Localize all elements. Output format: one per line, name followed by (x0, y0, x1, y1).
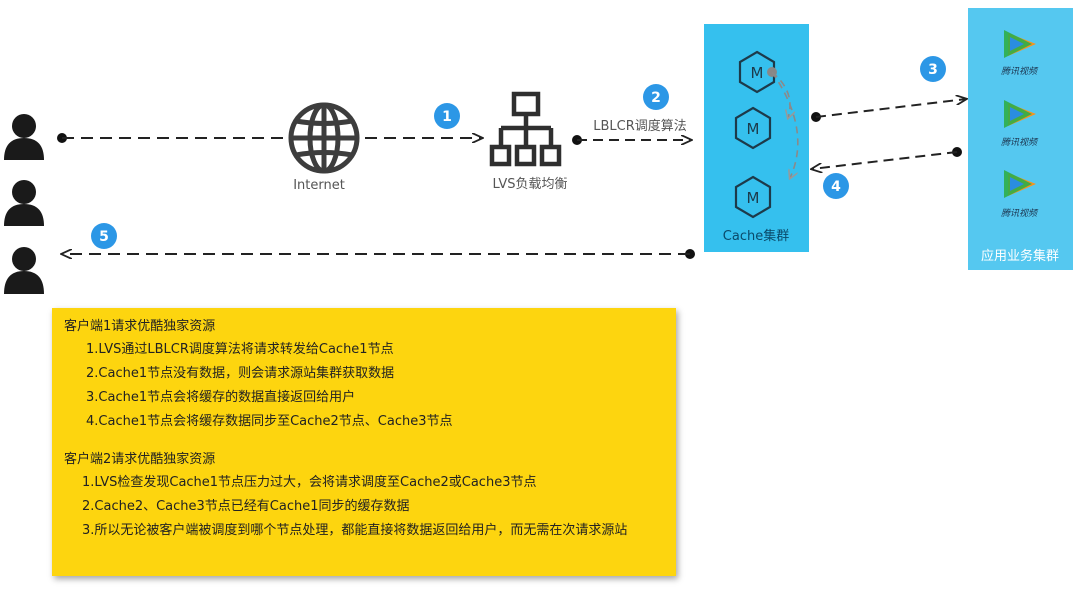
origin-response-arrow (812, 147, 962, 169)
client2-step: 1.LVS检查发现Cache1节点压力过大，会将请求调度至Cache2或Cach… (82, 475, 537, 490)
svg-text:1: 1 (442, 109, 452, 125)
notes-panel: 客户端1请求优酷独家资源 1.LVS通过LBLCR调度算法将请求转发给Cache… (52, 308, 676, 576)
svg-text:2: 2 (651, 90, 661, 106)
dispatch-arrow (572, 135, 691, 145)
tencent-video-icon: 腾讯视频 (1001, 30, 1039, 77)
step-badge-3: 3 (920, 56, 946, 82)
cache-cluster-panel (704, 24, 809, 252)
memcache-icon: M (734, 106, 772, 150)
cache-node-letter: M (747, 189, 760, 207)
cache-sync-arrows (767, 67, 799, 178)
app-cluster-panel (968, 8, 1073, 270)
lblcr-label: LBLCR调度算法 (593, 118, 687, 134)
step-badge-1: 1 (434, 103, 460, 129)
user-icon (4, 247, 44, 294)
cache-node-letter: M (751, 64, 764, 82)
user-icon (4, 180, 44, 226)
tencent-video-label: 腾讯视频 (1001, 137, 1039, 148)
client2-step: 3.所以无论被客户端被调度到哪个节点处理，都能直接将数据返回给用户，而无需在次请… (82, 523, 628, 538)
client1-step: 3.Cache1节点会将缓存的数据直接返回给用户 (86, 390, 356, 405)
app-cluster-label: 应用业务集群 (981, 248, 1059, 264)
cache-node-letter: M (747, 120, 760, 138)
client2-title: 客户端2请求优酷独家资源 (64, 452, 216, 467)
tencent-video-icon: 腾讯视频 (1001, 100, 1039, 148)
client1-title: 客户端1请求优酷独家资源 (64, 319, 216, 334)
internet-label: Internet (293, 178, 345, 193)
tencent-video-label: 腾讯视频 (1001, 208, 1039, 219)
memcache-icon: M (734, 175, 772, 219)
response-arrow (62, 249, 695, 259)
tencent-video-label: 腾讯视频 (1001, 66, 1039, 77)
request-arrow (57, 133, 482, 143)
client1-step: 1.LVS通过LBLCR调度算法将请求转发给Cache1节点 (86, 342, 394, 357)
step-badge-2: 2 (643, 84, 669, 110)
client2-step: 2.Cache2、Cache3节点已经有Cache1同步的缓存数据 (82, 499, 410, 514)
memcache-icon: M (738, 50, 776, 94)
globe-icon (288, 102, 360, 174)
svg-text:4: 4 (831, 179, 841, 195)
svg-text:3: 3 (928, 62, 938, 78)
step-badge-5: 5 (91, 223, 117, 249)
origin-request-arrow (811, 99, 966, 122)
client1-step: 2.Cache1节点没有数据，则会请求源站集群获取数据 (86, 366, 395, 381)
user-icon (4, 114, 44, 160)
lvs-label: LVS负载均衡 (493, 177, 568, 192)
svg-text:5: 5 (99, 229, 109, 245)
tencent-video-icon: 腾讯视频 (1001, 170, 1039, 219)
client1-step: 4.Cache1节点会将缓存数据同步至Cache2节点、Cache3节点 (86, 414, 453, 429)
step-badge-4: 4 (823, 173, 849, 199)
cache-cluster-label: Cache集群 (723, 228, 789, 244)
network-tree-icon (489, 91, 562, 167)
